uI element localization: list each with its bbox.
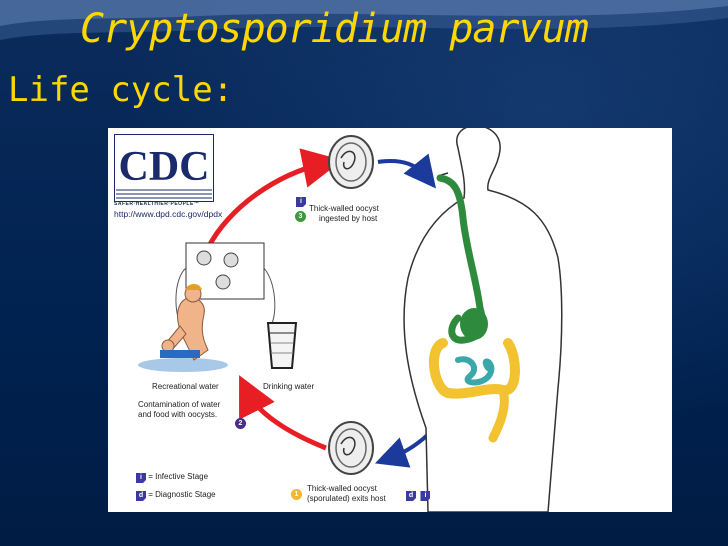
step2-line2: and food with oocysts. — [138, 410, 218, 419]
step1-label: Thick-walled oocyst (sporulated) exits h… — [307, 484, 386, 504]
legend-diagnostic-text: = Diagnostic Stage — [148, 490, 216, 499]
life-cycle-diagram — [138, 128, 563, 512]
step1-line2: (sporulated) exits host — [307, 494, 386, 503]
cdc-url[interactable]: http://www.dpd.cdc.gov/dpdx — [114, 209, 223, 219]
step3-number-badge: 3 — [295, 211, 306, 222]
arrow-exit-to-contamination — [239, 375, 327, 451]
legend-diagnostic: d = Diagnostic Stage — [136, 490, 216, 501]
legend-diagnostic-icon: d — [136, 491, 146, 501]
legend-infective: i = Infective Stage — [136, 472, 208, 483]
step3-label: Thick-walled oocyst ingested by host — [309, 204, 379, 224]
human-host-illustration — [403, 128, 563, 512]
step1-stage-icons: d i — [406, 484, 431, 502]
cdc-logo-mark: CDC — [114, 134, 214, 202]
slide-subtitle: Life cycle: — [8, 70, 234, 110]
step2-label: Contamination of water and food with ooc… — [138, 400, 220, 420]
step3-info-icon: i — [296, 190, 306, 208]
infective-stage-icon: i — [420, 491, 431, 501]
drinking-water-label: Drinking water — [263, 382, 315, 391]
diagnostic-stage-icon: d — [406, 491, 416, 501]
step1-number-badge: 1 — [291, 489, 302, 500]
life-cycle-figure: CDC SAFER·HEALTHIER·PEOPLE™ http://www.d… — [108, 128, 672, 512]
oocyst-exiting — [328, 421, 374, 475]
drinking-glass-illustration — [266, 322, 298, 369]
arrow-ingestion-to-host — [377, 153, 437, 189]
step2-badge-wrap: 2 — [235, 412, 246, 430]
swimmer-illustration — [138, 284, 228, 372]
infective-stage-icon: i — [296, 197, 306, 207]
step3-line1: Thick-walled oocyst — [309, 204, 379, 213]
cdc-logo-text: CDC — [119, 144, 210, 190]
oocyst-ingested — [328, 135, 374, 189]
arrow-contamination-to-ingestion — [205, 148, 343, 250]
recreational-water-label: Recreational water — [152, 382, 219, 391]
cdc-logo: CDC — [114, 134, 214, 204]
step3-line2: ingested by host — [319, 214, 378, 223]
step2-line1: Contamination of water — [138, 400, 221, 409]
step1-badge-wrap: 1 — [291, 483, 302, 501]
slide-title: Cryptosporidium parvum — [80, 6, 589, 52]
cdc-tagline: SAFER·HEALTHIER·PEOPLE™ — [114, 201, 200, 207]
step3-badge-wrap: 3 — [295, 205, 306, 223]
legend-infective-icon: i — [136, 473, 146, 483]
step1-line1: Thick-walled oocyst — [307, 484, 377, 493]
legend-infective-text: = Infective Stage — [148, 472, 209, 481]
step2-number-badge: 2 — [235, 418, 246, 429]
oocyst-sample-box — [175, 242, 276, 334]
